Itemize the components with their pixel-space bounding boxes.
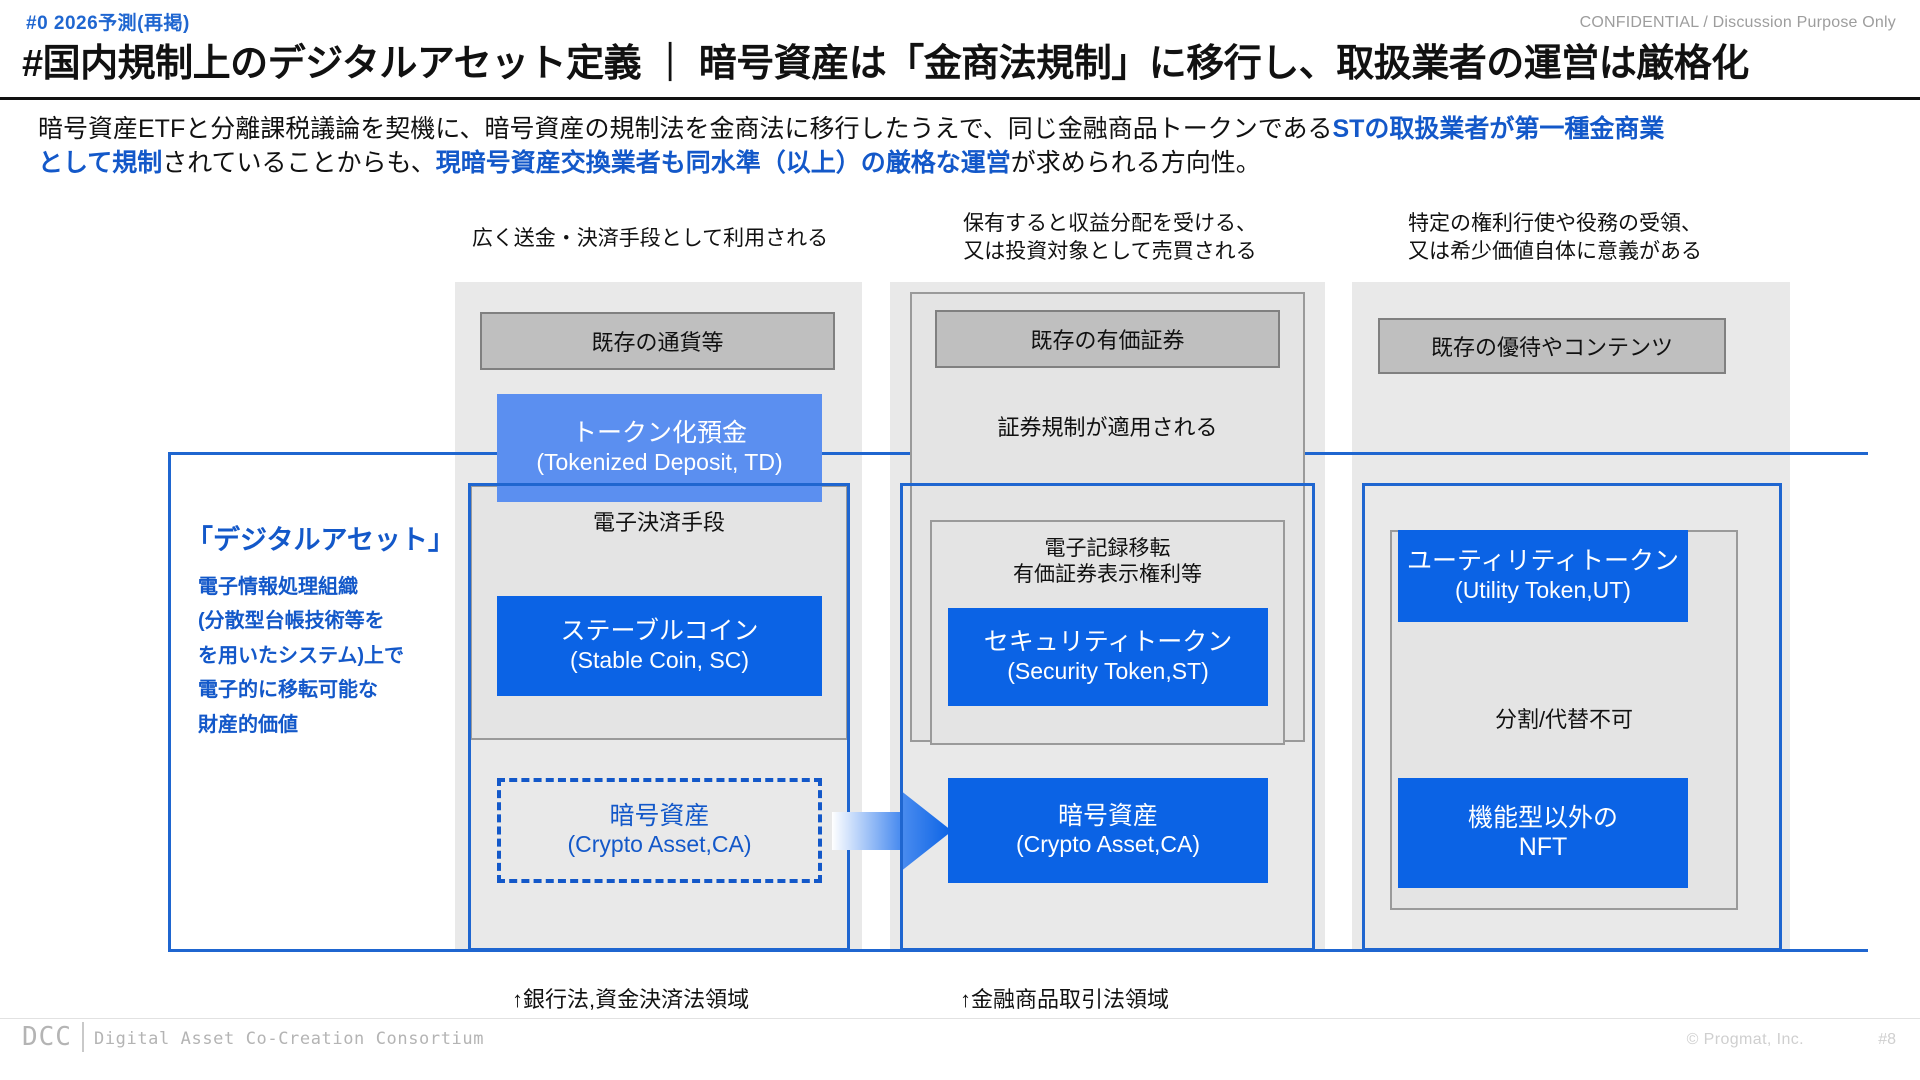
footer-divider (0, 1018, 1920, 1019)
lead-text-2: されていることからも、 (162, 149, 436, 177)
sidebar-definition-line-1: 電子情報処理組織 (198, 576, 358, 598)
nft-label-line1: 機能型以外の (1467, 803, 1618, 832)
dcc-logo-subtitle: Digital Asset Co-Creation Consortium (94, 1029, 485, 1049)
column-caption-currency: 広く送金・決済手段として利用される (471, 227, 829, 250)
sidebar-definition-line-3: を用いたシステム)上で (198, 644, 405, 667)
sidebar-definition: 電子情報処理組織 (分散型台帳技術等を を用いたシステム)上で 電子的に移転可能… (198, 570, 448, 742)
crypto-asset-current-label-en: (Crypto Asset,CA) (567, 831, 752, 858)
footer-copyright: © Progmat, Inc. (1686, 1031, 1804, 1048)
stable-coin-label-en: (Stable Coin, SC) (570, 646, 749, 673)
tokenized-deposit-label-en: (Tokenized Deposit, TD) (536, 448, 783, 475)
lead-text-3: が求められる方向性。 (1010, 149, 1261, 177)
column1-bottom-caption: ↑銀行法,資金決済法領域 (512, 987, 750, 1012)
crypto-asset-future-label-jp: 暗号資産 (1057, 801, 1158, 830)
title-divider (0, 97, 1920, 100)
lead-paragraph: 暗号資産ETFと分離課税議論を契機に、暗号資産の規制法を金商法に移行したうえで、… (38, 112, 1898, 180)
column-caption-securities-line2: 又は投資対象として売買される (963, 239, 1257, 263)
lead-text-1: 暗号資産ETFと分離課税議論を契機に、暗号資産の規制法を金商法に移行したうえで、… (38, 115, 1333, 143)
column1-digital-asset-outline (468, 483, 850, 951)
column2-digital-asset-outline (900, 483, 1315, 951)
column-caption-utility-line2: 又は希少価値自体に意義がある (1408, 239, 1702, 263)
crypto-asset-future-label-en: (Crypto Asset,CA) (1015, 831, 1201, 858)
column-caption-securities-line1: 保有すると収益分配を受ける、 (963, 212, 1257, 235)
migration-arrow-icon (832, 790, 952, 872)
footer-logo-separator (82, 1022, 84, 1052)
sidebar-definition-line-5: 財産的価値 (198, 713, 298, 736)
column2-bottom-caption: ↑金融商品取引法領域 (960, 987, 1170, 1012)
stable-coin-label-jp: ステーブルコイン (560, 617, 759, 646)
nft-box: 機能型以外の NFT (1398, 778, 1688, 888)
electronic-record-label: 電子記録移転 有価証券表示権利等 (932, 536, 1283, 589)
utility-token-label-en: (Utility Token,UT) (1455, 576, 1631, 603)
existing-currency-box: 既存の通貨等 (480, 312, 835, 370)
footer-page-number: #8 (1878, 1031, 1896, 1048)
crypto-asset-current-box: 暗号資産 (Crypto Asset,CA) (497, 778, 822, 883)
column-caption-securities: 保有すると収益分配を受ける、 又は投資対象として売買される (900, 210, 1320, 265)
securities-regulation-note: 証券規制が適用される (997, 415, 1218, 440)
sidebar-definition-line-4: 電子的に移転可能な (198, 679, 378, 702)
lead-highlight-3: 現暗号資産交換業者も同水準（以上）の厳格な運営 (435, 149, 1011, 177)
utility-token-label-jp: ユーティリティトークン (1406, 547, 1679, 576)
dcc-logo: DCC (22, 1022, 72, 1052)
column-caption-utility-line1: 特定の権利行使や役務の受領、 (1408, 212, 1702, 235)
non-fungible-label: 分割/代替不可 (1494, 707, 1634, 732)
electronic-payment-label: 電子決済手段 (592, 510, 725, 535)
slide-eyebrow: #0 2026予測(再掲) (26, 13, 190, 34)
security-token-label-jp: セキュリティトークン (983, 628, 1233, 657)
page-title: #国内規制上のデジタルアセット定義 ｜ 暗号資産は「金商法規制」に移行し、取扱業… (22, 43, 1749, 85)
electronic-record-label-line2: 有価証券表示権利等 (1013, 563, 1202, 587)
stable-coin-box: ステーブルコイン (Stable Coin, SC) (497, 596, 822, 696)
utility-token-box: ユーティリティトークン (Utility Token,UT) (1398, 530, 1688, 622)
sidebar-definition-line-2: (分散型台帳技術等を (198, 610, 385, 633)
electronic-record-label-line1: 電子記録移転 (1044, 537, 1171, 560)
security-token-box: セキュリティトークン (Security Token,ST) (948, 608, 1268, 706)
existing-utility-box: 既存の優待やコンテンツ (1378, 318, 1726, 374)
lead-highlight-2: として規制 (38, 149, 163, 177)
lead-highlight-1: STの取扱業者が第一種金商業 (1332, 115, 1665, 143)
crypto-asset-current-label-jp: 暗号資産 (609, 801, 710, 830)
column3-digital-asset-outline (1362, 483, 1782, 951)
tokenized-deposit-label-jp: トークン化預金 (571, 419, 747, 448)
security-token-label-en: (Security Token,ST) (1007, 657, 1209, 684)
existing-securities-box: 既存の有価証券 (935, 310, 1280, 368)
nft-label-line2: NFT (1518, 833, 1568, 861)
crypto-asset-future-box: 暗号資産 (Crypto Asset,CA) (948, 778, 1268, 883)
confidential-notice: CONFIDENTIAL / Discussion Purpose Only (1579, 14, 1896, 31)
sidebar-title: 「デジタルアセット」 (186, 525, 455, 555)
column-caption-utility: 特定の権利行使や役務の受領、 又は希少価値自体に意義がある (1340, 210, 1770, 265)
